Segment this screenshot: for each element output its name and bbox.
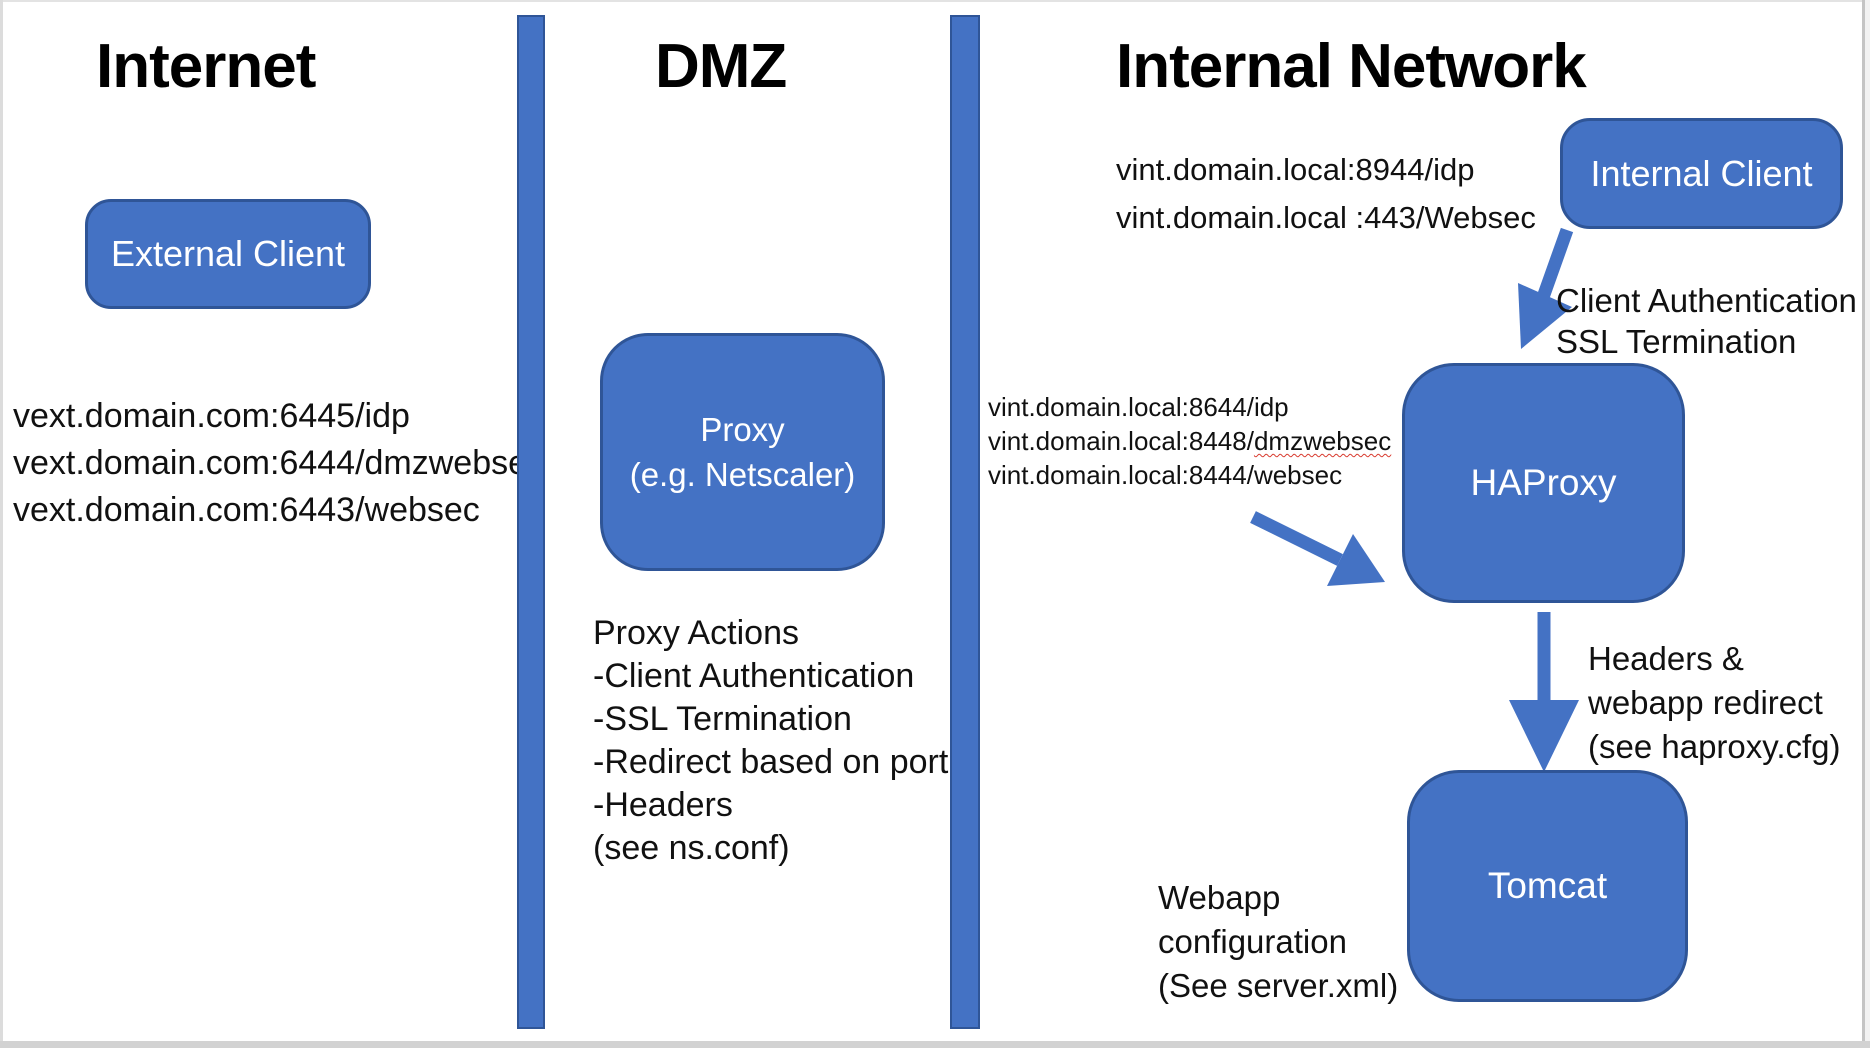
tomcat-note-line: Webapp [1158,879,1281,916]
tomcat-note-line: configuration [1158,923,1347,960]
client-auth-label-line: SSL Termination [1556,323,1797,360]
tomcat-note-line: (See server.xml) [1158,967,1399,1004]
haproxy-node: HAProxy [1402,363,1685,603]
haproxy-endpoint: vint.domain.local:8644/idp [988,392,1289,422]
proxy-label-line: (e.g. Netscaler) [629,456,856,493]
tomcat-label: Tomcat [1487,865,1608,906]
window-bottom-edge [0,1041,1870,1048]
dmz-internal-separator-bar [950,15,980,1029]
internal-client-endpoints-list: vint.domain.local:8944/idp vint.domain.l… [1116,146,1536,242]
proxy-action-item: -Headers [593,786,733,824]
window-top-edge [0,0,1870,2]
tomcat-config-note: Webapp configuration (See server.xml) [1158,876,1398,1008]
external-endpoint: vext.domain.com:6443/websec [13,491,480,529]
proxy-actions-reference: (see ns.conf) [593,829,790,867]
internal-client-node: Internal Client [1560,118,1843,229]
arrow-haproxy-to-tomcat [1509,612,1579,772]
proxy-node: Proxy (e.g. Netscaler) [600,333,885,571]
external-endpoint: vext.domain.com:6445/idp [13,397,410,435]
proxy-action-item: -Client Authentication [593,657,915,695]
client-auth-label-line: Client Authentication [1556,282,1857,319]
internal-client-label: Internal Client [1590,152,1813,194]
external-endpoints-list: vext.domain.com:6445/idp vext.domain.com… [13,393,545,534]
haproxy-endpoints-list: vint.domain.local:8644/idp vint.domain.l… [988,390,1391,492]
window-right-edge [1862,0,1865,1048]
proxy-actions-list: Proxy Actions -Client Authentication -SS… [593,612,948,870]
proxy-actions-heading: Proxy Actions [593,614,799,652]
internal-client-endpoint: vint.domain.local :443/Websec [1116,200,1536,235]
tomcat-node: Tomcat [1407,770,1688,1002]
client-auth-arrow-label: Client Authentication SSL Termination [1556,280,1857,362]
haproxy-tomcat-arrow-label: Headers & webapp redirect (see haproxy.c… [1588,637,1841,769]
internal-client-endpoint: vint.domain.local:8944/idp [1116,152,1475,187]
external-endpoint: vext.domain.com:6444/dmzwebsec [13,444,545,482]
internal-network-zone-title: Internal Network [1116,32,1587,101]
internet-dmz-separator-bar [517,15,545,1029]
proxy-label-line: Proxy [700,411,785,448]
haproxy-endpoint: vint.domain.local:8448/dmzwebsec [988,424,1391,458]
spellcheck-flagged-word: dmzwebsec [1253,426,1392,456]
dmz-zone-title: DMZ [655,32,787,101]
proxy-action-item: -Redirect based on port [593,743,949,781]
proxy-action-item: -SSL Termination [593,700,852,738]
window-right-margin [1865,0,1870,1048]
arrow-endpoints-to-haproxy [1250,511,1385,586]
headers-label-line: (see haproxy.cfg) [1588,728,1841,765]
window-left-edge [0,0,3,1048]
haproxy-endpoint: vint.domain.local:8444/websec [988,460,1343,490]
headers-label-line: Headers & [1588,640,1744,677]
external-client-node: External Client [85,199,371,309]
headers-label-line: webapp redirect [1588,684,1823,721]
haproxy-endpoint-prefix: vint.domain.local:8448/ [988,426,1254,456]
external-client-label: External Client [110,233,346,274]
internet-zone-title: Internet [96,32,316,101]
haproxy-label: HAProxy [1470,462,1617,503]
